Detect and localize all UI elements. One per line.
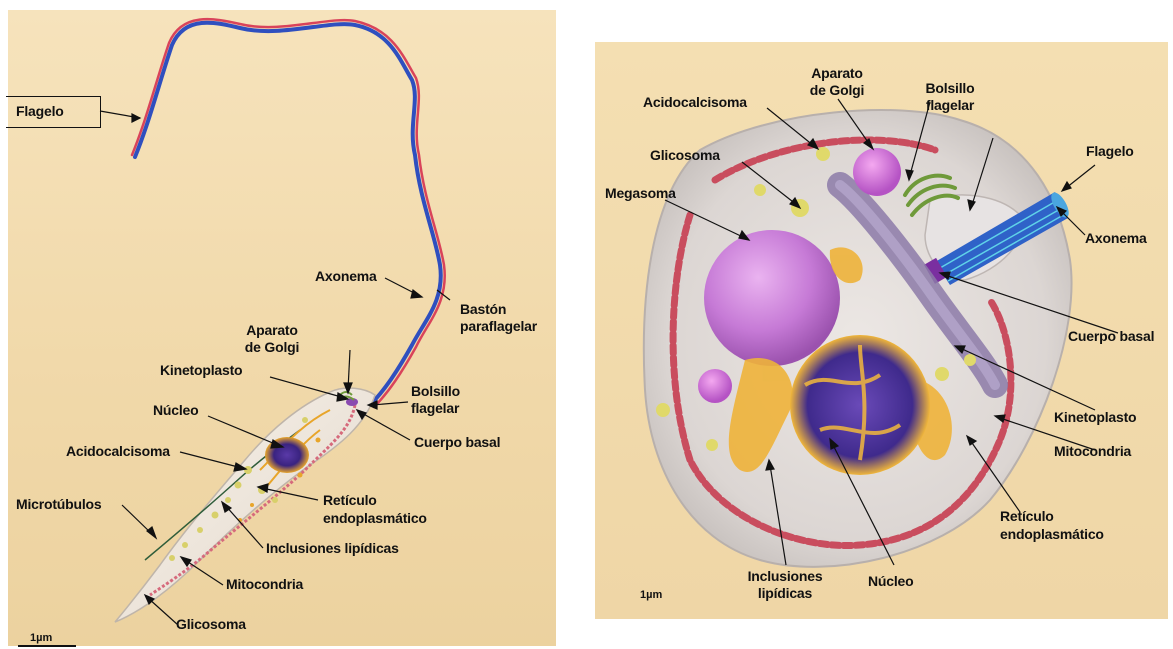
label-acidocalcisoma-right: Acidocalcisoma (643, 94, 747, 110)
label-bolsillo-left: Bolsillo (411, 383, 460, 399)
scale-label-right: 1µm (640, 589, 662, 601)
label-axonema-right: Axonema (1085, 230, 1147, 246)
label-aparato-right: Aparato (797, 65, 877, 81)
label-flagelar-left: flagelar (411, 400, 459, 416)
label-inclusiones-right: Inclusiones (735, 568, 835, 584)
label-kinetoplasto-right: Kinetoplasto (1054, 409, 1136, 425)
label-megasoma-right: Megasoma (605, 185, 676, 201)
label-glicosoma-left: Glicosoma (176, 616, 246, 632)
label-axonema-left: Axonema (315, 268, 377, 284)
label-flagelo-left: Flagelo (16, 103, 64, 119)
label-inclusiones-left: Inclusiones lipídicas (266, 540, 399, 556)
label-endoplasmatico-right: endoplasmático (1000, 526, 1104, 542)
label-aparato-left: Aparato (237, 322, 307, 338)
label-mitocondria-left: Mitocondria (226, 576, 303, 592)
label-nucleo-right: Núcleo (868, 573, 913, 589)
label-bolsillo-right: Bolsillo (910, 80, 990, 96)
label-kinetoplasto-left: Kinetoplasto (160, 362, 242, 378)
label-degolgi-right: de Golgi (797, 82, 877, 98)
megasoma (704, 230, 840, 366)
label-flagelo-right: Flagelo (1086, 143, 1134, 159)
scale-label-left: 1µm (30, 632, 52, 644)
label-lipidicas-right: lipídicas (735, 585, 835, 601)
label-degolgi-left: de Golgi (237, 339, 307, 355)
label-paraflagelar-left: paraflagelar (460, 318, 537, 334)
label-flagelar-right: flagelar (910, 97, 990, 113)
label-microtubulos-left: Microtúbulos (16, 496, 101, 512)
label-baston-left: Bastón (460, 301, 506, 317)
label-acidocalcisoma-left: Acidocalcisoma (66, 443, 170, 459)
label-reticulo-left: Retículo (323, 492, 377, 508)
small-vesicle-top (853, 148, 901, 196)
label-cuerpo-basal-left: Cuerpo basal (414, 434, 500, 450)
label-cuerpo-basal-right: Cuerpo basal (1068, 328, 1154, 344)
label-glicosoma-right: Glicosoma (650, 147, 720, 163)
label-mitocondria-right: Mitocondria (1054, 443, 1131, 459)
label-endoplasmatico-left: endoplasmático (323, 510, 427, 526)
label-nucleo-left: Núcleo (153, 402, 198, 418)
label-reticulo-right: Retículo (1000, 508, 1054, 524)
small-vesicle-left (698, 369, 732, 403)
